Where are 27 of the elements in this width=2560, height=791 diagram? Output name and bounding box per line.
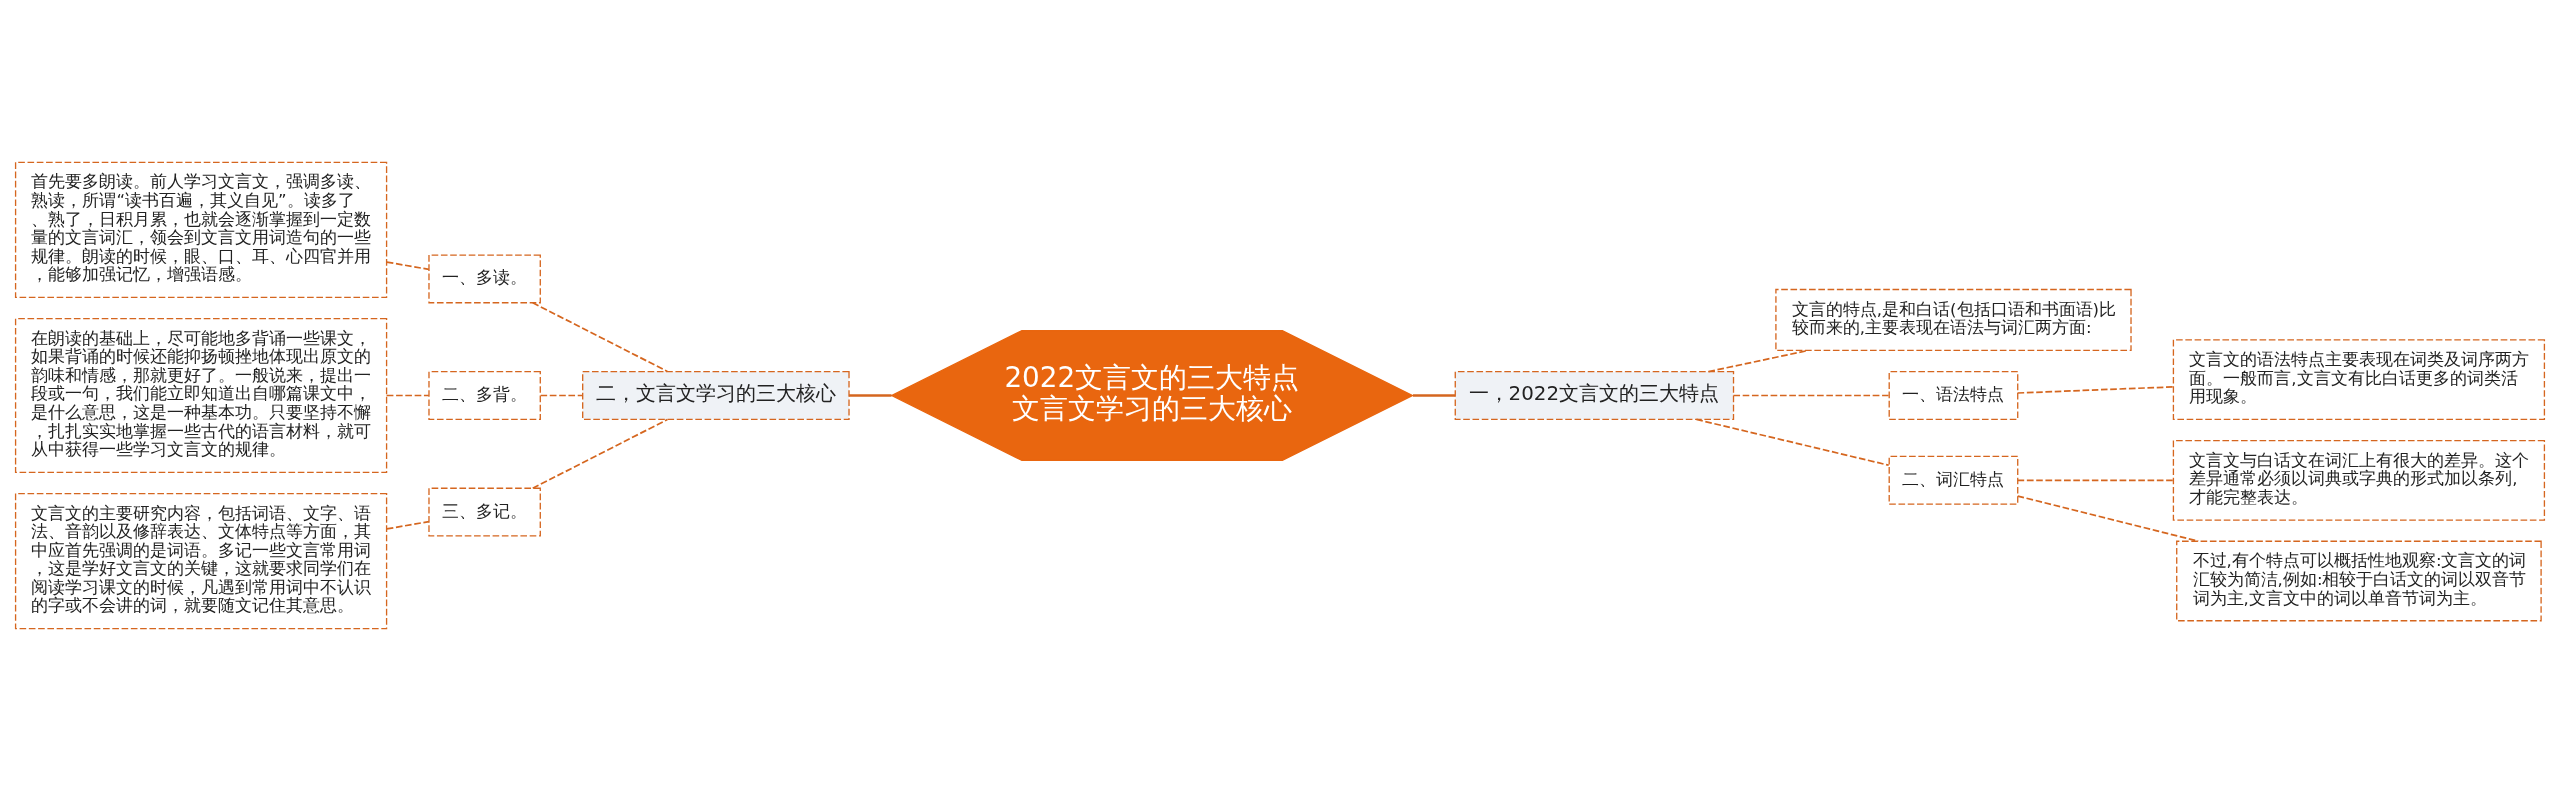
connector <box>1695 418 1890 467</box>
node-box: 文言的特点,是和白话(包括口语和书面语)比较而来的,主要表现在语法与词汇两方面: <box>1775 288 2132 352</box>
node-box: 二、词汇特点 <box>1888 455 2019 505</box>
connector <box>531 301 669 373</box>
node-box: 二、多背。 <box>428 371 541 420</box>
connector <box>385 261 430 271</box>
connector <box>1732 394 1890 397</box>
node-box: 在朗读的基础上，尽可能地多背诵一些课文，如果背诵的时候还能抑扬顿挫地体现出原文的韵味和情感，那就更好了。一般说来，提出一段或一句，我们能立即知道出自哪篇课文中，是什么意思，这是一种基本功。只要坚持不懈，扎扎实实地掌握一些古代的语言材料，就可从中获得一些学习文言文的规律。 <box>14 318 388 473</box>
connector <box>2016 386 2175 394</box>
node-box: 一、多读。 <box>428 254 541 304</box>
node-box: 文言文的语法特点主要表现在词类及词序两方面。一般而言,文言文有比白话更多的词类活用现象。 <box>2172 339 2546 420</box>
node-box: 文言文的主要研究内容，包括词语、文字、语法、音韵以及修辞表达、文体特点等方面，其中应首先强调的是词语。多记一些文言常用词，这是学好文言文的关键，这就要求同学们在阅读学习课文的时候，凡遇到常用词中不认识的字或不会讲的词，就要随文记住其意思。 <box>14 492 388 630</box>
node-box: 首先要多朗读。前人学习文言文，强调多读、熟读，所谓“读书百遍，其义自见”。读多了、熟了，日积月累，也就会逐渐掌握到一定数量的文言词汇，领会到文言文用词造句的一些规律。朗读的时候，眼、口、耳、心四官并用，能够加强记忆，增强语感。 <box>14 161 388 299</box>
node-box: 二，文言文学习的三大核心 <box>582 371 850 420</box>
node-box: 一，2022文言文的三大特点 <box>1454 371 1735 420</box>
connector <box>539 394 584 397</box>
node-box: 文言文与白话文在词汇上有很大的差异。这个差异通常必须以词典或字典的形式加以条列,才能完整表达。 <box>2172 439 2546 521</box>
node-box: 不过,有个特点可以概括性地观察:文言文的词汇较为简洁,例如:相较于白话文的词以双音节词为主,文言文中的词以单音节词为主。 <box>2176 540 2542 622</box>
connector <box>385 520 430 530</box>
connector <box>531 418 669 490</box>
node-box: 一、语法特点 <box>1888 371 2019 420</box>
connector <box>385 394 430 397</box>
node-box: 三、多记。 <box>428 487 541 537</box>
connector <box>849 394 892 397</box>
connector <box>2016 479 2175 482</box>
connector <box>1707 349 1809 373</box>
connector <box>1413 394 1455 397</box>
